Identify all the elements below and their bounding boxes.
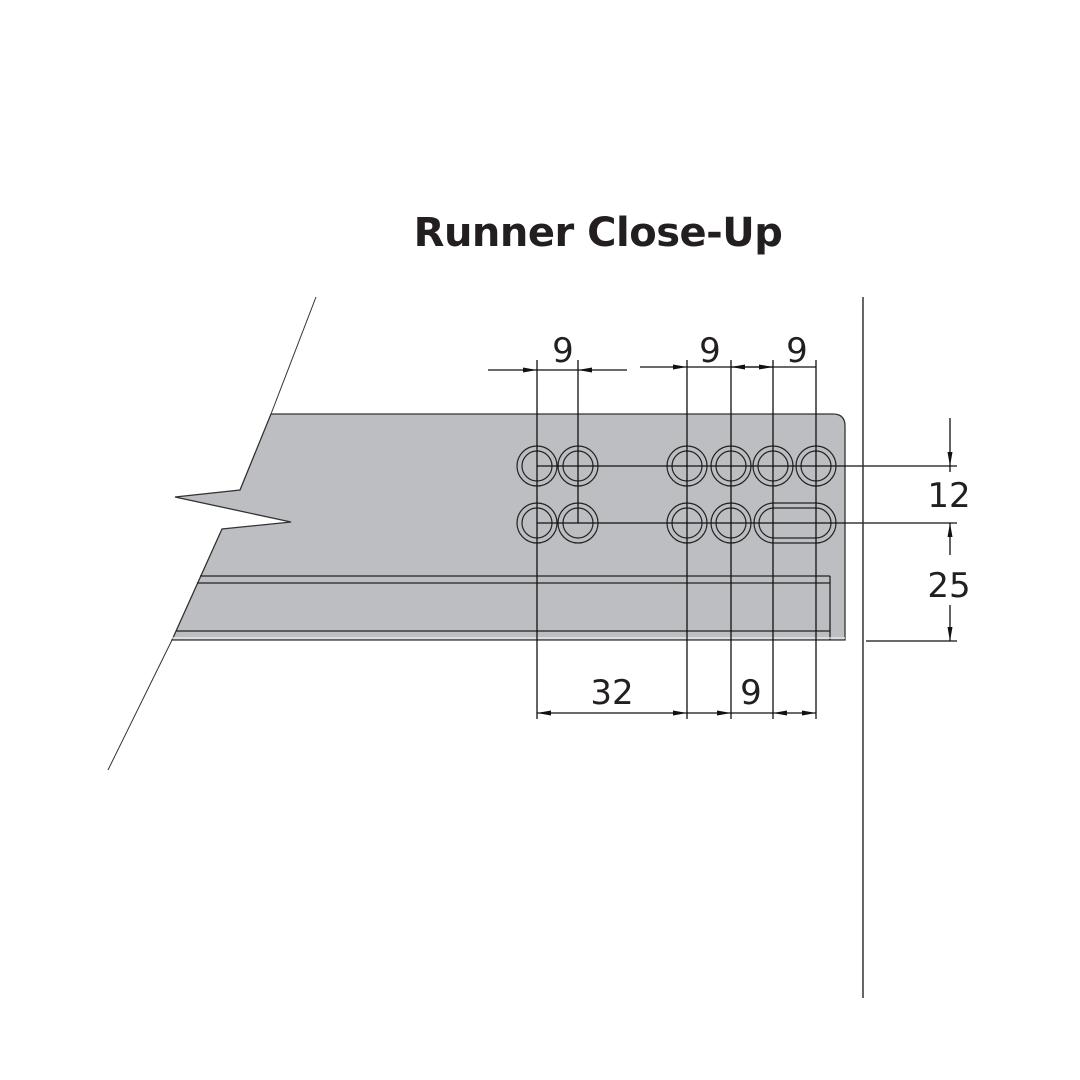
runner-rail (172, 575, 845, 640)
break-line-top (270, 296, 317, 415)
dim-bottom-row-height: 25 (927, 566, 970, 606)
dim-bottom-offset: 32 (590, 673, 633, 713)
dim-top-right: 9 (786, 331, 808, 371)
diagram-title: Runner Close-Up (413, 210, 783, 256)
dim-bottom-spacing: 9 (740, 673, 762, 713)
break-line-bottom (107, 639, 173, 771)
dim-top-middle: 9 (699, 331, 721, 371)
top-dimension-lines (488, 364, 816, 373)
extension-lines (536, 297, 957, 998)
dim-row-spacing: 12 (927, 476, 970, 516)
dim-top-left: 9 (552, 331, 574, 371)
runner-body (170, 413, 846, 641)
